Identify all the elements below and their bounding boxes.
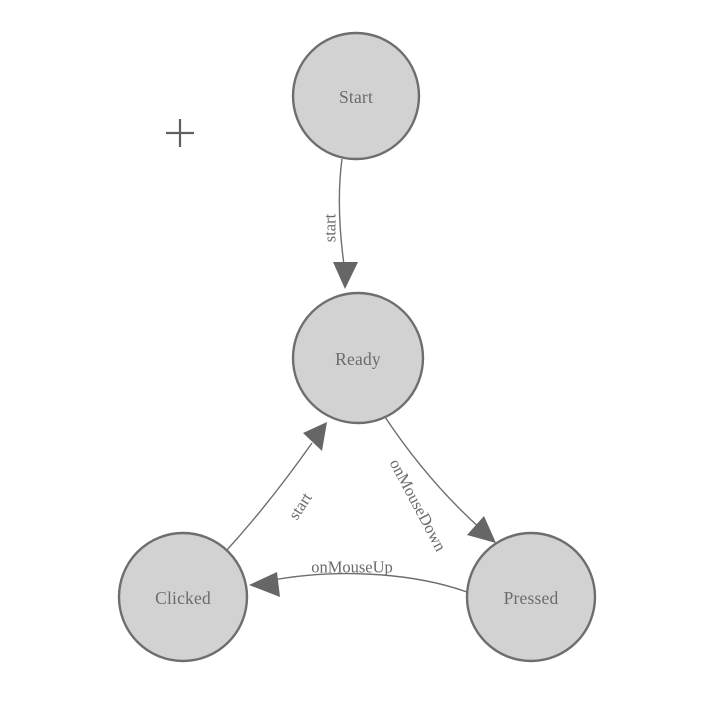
edge-label-ready-to-pressed: onMouseDown xyxy=(386,456,451,555)
node-start-circle[interactable] xyxy=(291,31,421,161)
edge-path-pressed-to-clicked[interactable] xyxy=(267,572,468,593)
node-ready-label: Ready xyxy=(335,349,381,369)
node-pressed-circle[interactable] xyxy=(465,531,597,663)
node-ready-circle[interactable] xyxy=(291,291,425,425)
edge-clicked-to-ready[interactable]: start xyxy=(225,422,327,552)
node-pressed-label: Pressed xyxy=(504,588,559,608)
node-clicked-label: Clicked xyxy=(155,588,211,608)
edge-label-start-to-ready: start xyxy=(321,213,340,242)
edge-path-clicked-to-ready[interactable] xyxy=(225,442,313,552)
arrowhead-clicked-to-ready xyxy=(303,422,327,451)
edge-path-ready-to-pressed[interactable] xyxy=(384,416,483,531)
edge-ready-to-pressed[interactable]: onMouseDown xyxy=(384,416,496,555)
edge-path-start-to-ready[interactable] xyxy=(338,158,346,273)
arrowhead-pressed-to-clicked xyxy=(249,572,280,597)
node-clicked[interactable]: Clicked xyxy=(117,531,249,663)
node-clicked-circle[interactable] xyxy=(117,531,249,663)
node-pressed[interactable]: Pressed xyxy=(465,531,597,663)
node-ready[interactable]: Ready xyxy=(291,291,425,425)
edge-label-pressed-to-clicked: onMouseUp xyxy=(311,558,393,577)
arrowhead-start-to-ready xyxy=(333,262,358,289)
node-start-label: Start xyxy=(339,87,373,107)
node-start[interactable]: Start xyxy=(291,31,421,161)
crosshair-icon xyxy=(166,119,194,147)
arrowhead-ready-to-pressed xyxy=(467,516,496,543)
edge-start-to-ready[interactable]: start xyxy=(321,158,359,289)
edge-pressed-to-clicked[interactable]: onMouseUp xyxy=(249,558,468,598)
edge-label-clicked-to-ready: start xyxy=(284,489,316,524)
